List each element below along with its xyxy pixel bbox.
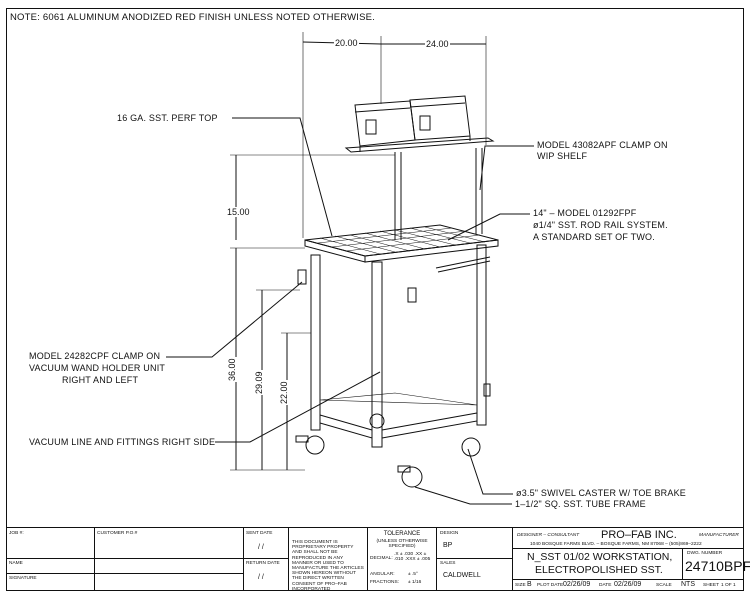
manufacturer-tag: MANUFACTURER bbox=[699, 533, 739, 538]
date-value: 02/26/09 bbox=[614, 581, 642, 588]
leader-tube-frame bbox=[414, 486, 512, 505]
callout-caster: ø3.5" SWIVEL CASTER W/ TOE BRAKE bbox=[516, 488, 686, 498]
sent-date-value: / / bbox=[258, 544, 264, 551]
scale-value: NTS bbox=[681, 581, 695, 588]
rear-right-leg bbox=[476, 244, 487, 426]
sheet-label: SHEET bbox=[703, 583, 719, 588]
fractions-value: ± 1/16 bbox=[408, 580, 422, 585]
rod-rail bbox=[435, 256, 491, 269]
company-cell: DESIGNER – CONSULTANT PRO–FAB INC. MANUF… bbox=[513, 528, 750, 591]
leader-vacuum-line bbox=[215, 371, 381, 443]
dimension-overall-height: 36.00 bbox=[227, 357, 237, 382]
angular-value: ± .5° bbox=[408, 572, 418, 577]
job-info-cell: JOB #: CUSTOMER P.O.# NAME SIGNATURE bbox=[7, 528, 244, 591]
dwg-number-label: DWG. NUMBER bbox=[687, 551, 723, 556]
proprietary-cell: THIS DOCUMENT IS PROPRIETARY PROPERTY AN… bbox=[289, 528, 368, 592]
size-value: B bbox=[527, 581, 532, 588]
decimal-values: .X ± .030 .XX ± .010 .XXX ± .005 bbox=[394, 552, 431, 563]
proprietary-notice: THIS DOCUMENT IS PROPRIETARY PROPERTY AN… bbox=[292, 540, 364, 592]
fractions-label: FRACTIONS: bbox=[370, 580, 400, 585]
title-block: JOB #: CUSTOMER P.O.# NAME SIGNATURE SEN… bbox=[7, 527, 750, 592]
company-address: 1040 BOSQUE FARMS BLVD. – BOSQUE FARMS, … bbox=[530, 542, 702, 547]
callout-rod-rail-2: ø1/4" SST. ROD RAIL SYSTEM. bbox=[533, 220, 668, 230]
company-name: PRO–FAB INC. bbox=[601, 529, 677, 541]
callout-wand-clamp-2: VACUUM WAND HOLDER UNIT bbox=[29, 363, 166, 373]
drawing-title-line1: N_SST 01/02 WORKSTATION, bbox=[527, 551, 673, 563]
leader-perf-top bbox=[232, 117, 333, 237]
callout-tube-frame: 1–1/2" SQ. SST. TUBE FRAME bbox=[515, 499, 646, 509]
callout-wand-clamp-3: RIGHT AND LEFT bbox=[62, 375, 139, 385]
dates-cell: SENT DATE / / RETURN DATE / / bbox=[244, 528, 289, 591]
size-label: SIZE bbox=[515, 583, 526, 588]
sales-value: CALDWELL bbox=[443, 572, 481, 579]
callout-clamp-wip-1: MODEL 43082APF CLAMP ON bbox=[537, 140, 668, 150]
tolerance-sub: (UNLESS OTHERWISE SPECIFIED) bbox=[376, 539, 428, 550]
plot-date-label: PLOT DATE bbox=[537, 583, 564, 588]
design-sales-cell: DESIGN BP SALES CALDWELL bbox=[437, 528, 513, 591]
sent-date-label: SENT DATE bbox=[246, 531, 273, 536]
dimension-shelf-height: 15.00 bbox=[226, 207, 251, 217]
front-right-leg bbox=[371, 261, 383, 448]
callout-vacuum-line: VACUUM LINE AND FITTINGS RIGHT SIDE bbox=[29, 437, 216, 447]
plot-date-value: 02/26/09 bbox=[563, 581, 591, 588]
tolerance-cell: TOLERANCE (UNLESS OTHERWISE SPECIFIED) D… bbox=[368, 528, 437, 591]
callout-wand-clamp-1: MODEL 24282CPF CLAMP ON bbox=[29, 351, 161, 361]
design-value: BP bbox=[443, 542, 453, 549]
callout-clamp-wip-2: WIP SHELF bbox=[537, 151, 588, 161]
casters bbox=[295, 413, 481, 488]
dimension-mid-height-1: 29.09 bbox=[254, 370, 264, 395]
customer-po-label: CUSTOMER P.O.# bbox=[97, 531, 138, 536]
callout-perf-top: 16 GA. SST. PERF TOP bbox=[117, 113, 218, 123]
storage-bins bbox=[354, 95, 471, 152]
leader-caster bbox=[467, 448, 513, 495]
scale-label: SCALE bbox=[656, 583, 672, 588]
name-label: NAME bbox=[9, 561, 23, 566]
leader-clamp-wip bbox=[479, 145, 534, 191]
dimension-width: 24.00 bbox=[425, 39, 450, 49]
dwg-number: 24710BPF bbox=[685, 558, 750, 574]
wand-clamp-left bbox=[297, 269, 307, 285]
design-label: DESIGN bbox=[440, 531, 459, 536]
tolerance-title: TOLERANCE bbox=[383, 531, 421, 537]
leader-wand-clamp bbox=[166, 281, 303, 358]
drawing-title-line2: ELECTROPOLISHED SST. bbox=[535, 564, 663, 576]
date-label: DATE bbox=[599, 583, 612, 588]
designer-tag: DESIGNER – CONSULTANT bbox=[517, 533, 580, 538]
leader-rod-rail bbox=[447, 213, 530, 241]
callout-rod-rail-1: 14" – MODEL 01292FPF bbox=[533, 208, 637, 218]
dimension-mid-height-2: 22.00 bbox=[279, 380, 289, 405]
drawing-border bbox=[6, 8, 744, 591]
decimal-label: DECIMAL: bbox=[370, 556, 393, 561]
wip-shelf bbox=[344, 137, 495, 153]
return-date-value: / / bbox=[258, 574, 264, 581]
front-left-leg bbox=[310, 254, 321, 431]
sales-label: SALES bbox=[440, 561, 456, 566]
dimension-depth: 20.00 bbox=[334, 38, 359, 48]
wand-clamp-right bbox=[407, 287, 417, 303]
angular-label: ANGULAR: bbox=[370, 572, 395, 577]
sheet-value: 1 OF 1 bbox=[721, 583, 736, 588]
callout-rod-rail-3: A STANDARD SET OF TWO. bbox=[533, 232, 655, 242]
general-note: NOTE: 6061 ALUMINUM ANODIZED RED FINISH … bbox=[10, 12, 376, 23]
job-label: JOB #: bbox=[9, 531, 24, 536]
signature-label: SIGNATURE bbox=[9, 576, 37, 581]
return-date-label: RETURN DATE bbox=[246, 561, 280, 566]
